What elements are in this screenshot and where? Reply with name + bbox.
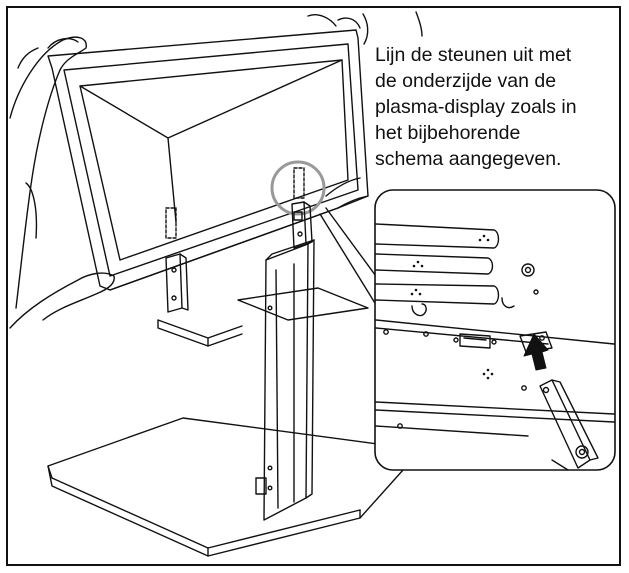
instruction-line: de onderzijde van de <box>375 70 557 92</box>
insert-arrow <box>523 333 549 371</box>
assembly-illustration <box>9 11 616 557</box>
stand-base <box>47 287 413 557</box>
instruction-line: Lijn de steunen uit met <box>375 44 572 66</box>
instruction-line: schema aangegeven. <box>375 148 562 170</box>
diagram-frame: Lijn de steunen uit met de onderzijde va… <box>6 6 621 566</box>
stand-column <box>255 239 315 521</box>
person-left <box>9 36 115 329</box>
instruction-text: Lijn de steunen uit met de onderzijde va… <box>375 42 615 172</box>
upright-bracket <box>291 201 313 249</box>
instruction-line: het bijbehorende <box>375 122 521 144</box>
instruction-line: plasma-display zoals in <box>375 96 577 118</box>
left-support <box>157 253 243 347</box>
highlight-circle <box>270 160 326 216</box>
plasma-display <box>47 29 369 291</box>
detail-inset <box>374 189 616 471</box>
